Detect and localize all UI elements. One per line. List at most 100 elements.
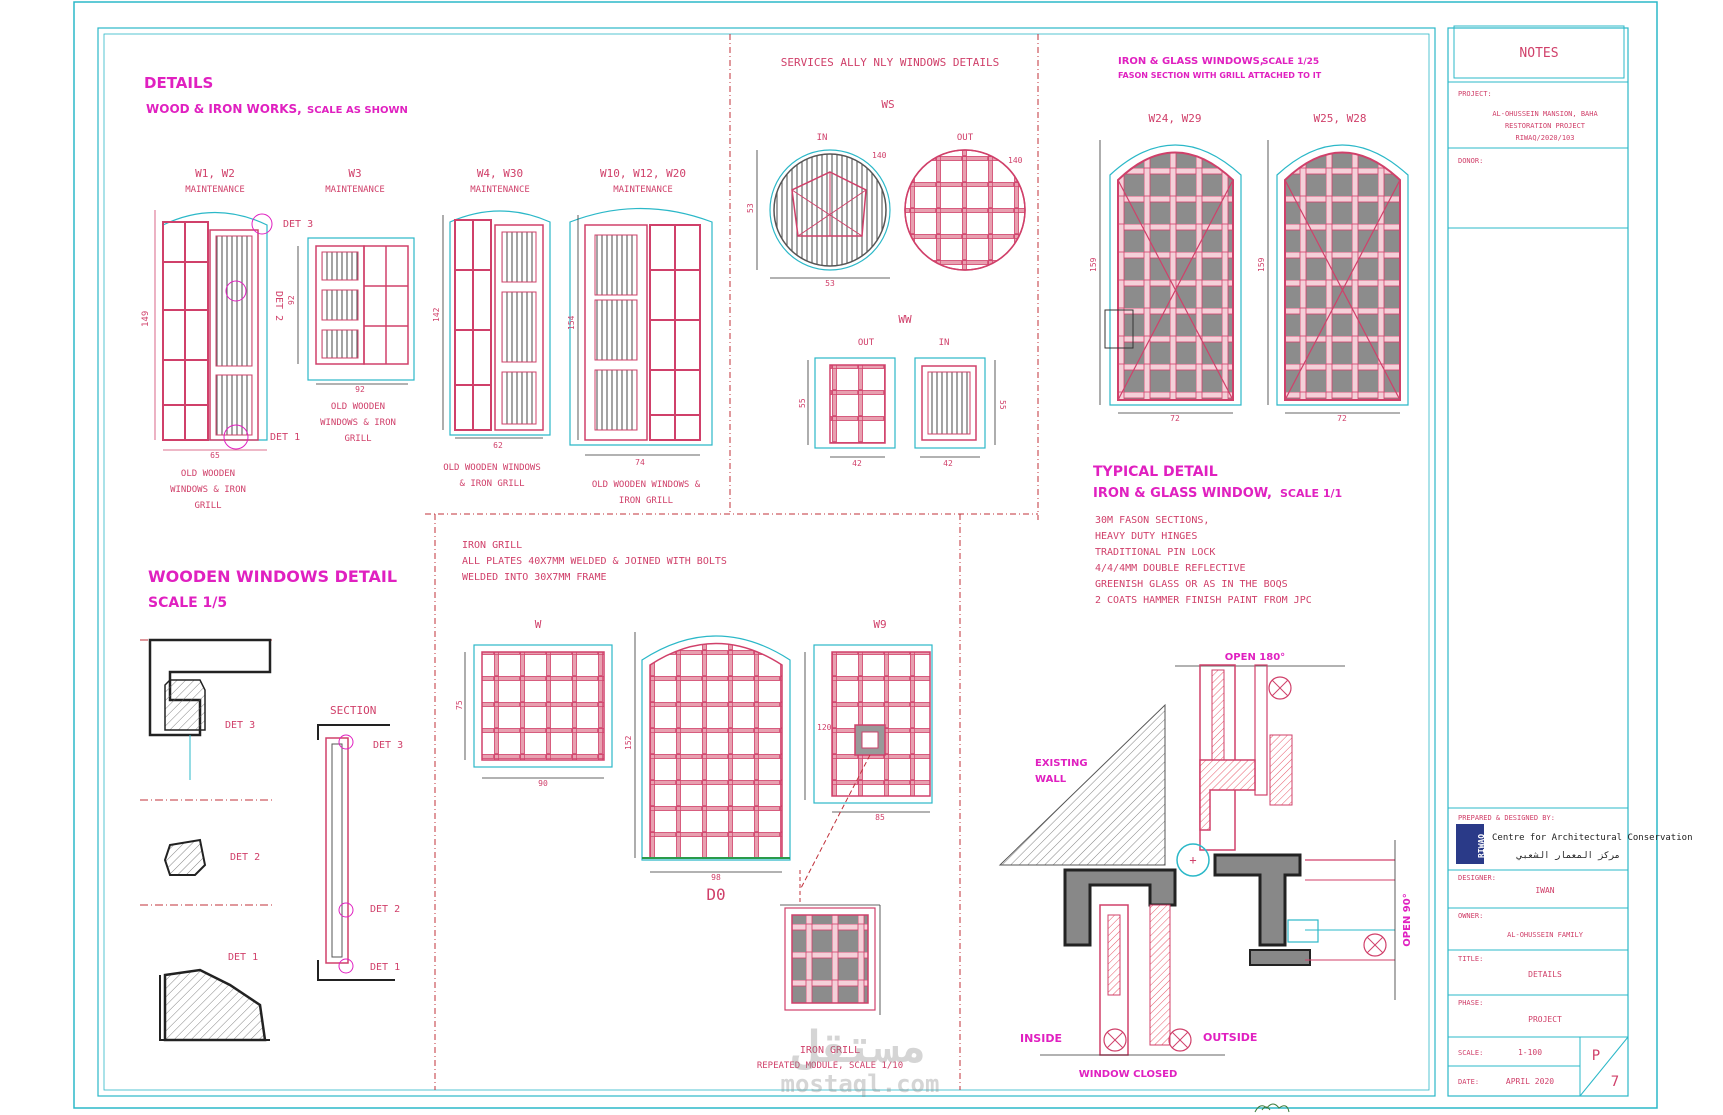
- w10-sub: MAINTENANCE: [613, 185, 673, 195]
- section-label: SECTION: [330, 704, 376, 717]
- grill-d0-elevation: 152 98 D0: [624, 632, 791, 904]
- window-w25-elevation: W25, W28 159 72: [1257, 112, 1409, 423]
- section-det1: DET 1: [370, 962, 400, 973]
- grill-note-1: IRON GRILL: [462, 540, 522, 551]
- w4-sub: MAINTENANCE: [470, 185, 530, 195]
- project-line-2: RESTORATION PROJECT: [1505, 122, 1586, 130]
- grill-module-detail: IRON GRILL REPEATED MODULE, SCALE 1/10: [757, 870, 903, 1071]
- w1-det1: DET 1: [270, 432, 300, 443]
- ws-label: WS: [881, 98, 894, 111]
- w4-dim-h: 142: [432, 307, 441, 322]
- grill-note-2: ALL PLATES 40X7MM WELDED & JOINED WITH B…: [462, 556, 727, 567]
- d0-dim-h: 152: [624, 735, 633, 750]
- typical-section-drawing: OPEN 180° EXISTING WALL + OPE: [998, 652, 1413, 1080]
- donor-label: DONOR:: [1458, 157, 1483, 165]
- outside-label: OUTSIDE: [1203, 1031, 1257, 1044]
- section-det3: DET 3: [373, 740, 403, 751]
- phase-value: PROJECT: [1528, 1015, 1562, 1024]
- ww-dim-w1: 42: [852, 459, 862, 468]
- ws-dim-h: 53: [746, 203, 755, 213]
- window-w1-elevation: W1, W2 MAINTENANCE DET 3 DET 2 DET 1 149…: [141, 167, 313, 511]
- ww-out: OUT: [858, 338, 875, 348]
- grill-w-elevation: W 75 90: [455, 618, 613, 788]
- window-ww-detail: WW OUT IN 55 55 42 42: [798, 313, 1007, 468]
- date-label: DATE:: [1458, 1078, 1479, 1086]
- w25-label: W25, W28: [1314, 112, 1367, 125]
- details-subtitle: WOOD & IRON WORKS,: [146, 102, 302, 116]
- owner-label: OWNER:: [1458, 912, 1483, 920]
- typical-note-4: 4/4/4MM DOUBLE REFLECTIVE: [1095, 563, 1246, 574]
- window-closed-label: WINDOW CLOSED: [1079, 1069, 1178, 1080]
- open-180-label: OPEN 180°: [1225, 652, 1285, 663]
- section-dividers: [425, 34, 1039, 1090]
- existing-label: EXISTING: [1035, 758, 1088, 769]
- date-value: APRIL 2020: [1506, 1077, 1554, 1086]
- title-block: NOTES PROJECT: AL-OHUSSEIN MANSION, BAHA…: [1448, 25, 1692, 1097]
- w1-sub: MAINTENANCE: [185, 185, 245, 195]
- open-90-label: OPEN 90°: [1402, 893, 1413, 946]
- ws-dim-d1: 140: [872, 151, 887, 160]
- typical-subtitle: IRON & GLASS WINDOW,: [1093, 486, 1272, 501]
- w4-note-2: & IRON GRILL: [459, 479, 524, 489]
- w10-note-2: IRON GRILL: [619, 496, 673, 506]
- ws-dim-d2: 140: [1008, 156, 1023, 165]
- wooden-windows-scale: SCALE 1/5: [148, 595, 227, 611]
- wooden-profile-details: DET 3 DET 2 DET 1 SECTION DET 3 DET 2 DE…: [140, 638, 403, 1042]
- details-title: DETAILS: [144, 74, 213, 92]
- w3-note-2: WINDOWS & IRON: [320, 418, 396, 428]
- ws-out: OUT: [957, 133, 974, 143]
- title-label: TITLE:: [1458, 955, 1483, 963]
- org-arabic: مركز المعمار الشعبي: [1516, 851, 1620, 861]
- iron-glass-title: IRON & GLASS WINDOWS,: [1118, 56, 1264, 67]
- window-w24-elevation: W24, W29 159 72: [1089, 112, 1242, 423]
- w4-dim-w: 62: [493, 441, 503, 450]
- title-value: DETAILS: [1528, 970, 1562, 979]
- w1-dim-w: 65: [210, 451, 220, 460]
- typical-note-5: GREENISH GLASS OR AS IN THE BOQS: [1095, 579, 1288, 590]
- ws-in: IN: [817, 133, 828, 143]
- details-scale: SCALE AS SHOWN: [307, 105, 408, 116]
- module-sub: REPEATED MODULE, SCALE 1/10: [757, 1061, 903, 1071]
- wooden-det3: DET 3: [225, 720, 255, 731]
- scale-value: 1-100: [1518, 1048, 1542, 1057]
- w1-note-1: OLD WOODEN: [181, 469, 235, 479]
- w1-dim-h: 149: [141, 311, 151, 327]
- window-w3-elevation: W3 MAINTENANCE 92 92 OLD WOODEN WINDOWS …: [287, 167, 415, 444]
- designer-value: IWAN: [1535, 886, 1554, 895]
- watermark-latin: mostaql.com: [781, 1070, 940, 1098]
- w4-note-1: OLD WOODEN WINDOWS: [443, 463, 541, 473]
- w3-note-1: OLD WOODEN: [331, 402, 385, 412]
- w9-dim-h: 120: [817, 723, 832, 732]
- section-det2: DET 2: [370, 904, 400, 915]
- w1-det2: DET 2: [273, 291, 284, 321]
- typical-note-3: TRADITIONAL PIN LOCK: [1095, 547, 1215, 558]
- sheet-borders: [73, 1, 1658, 1109]
- w25-dim-w: 72: [1337, 414, 1347, 423]
- wall-label: WALL: [1035, 774, 1067, 785]
- watermark-arabic: مستقل: [792, 1022, 926, 1073]
- typical-scale: SCALE 1/1: [1280, 487, 1342, 500]
- grill-w-dim-w: 90: [538, 779, 548, 788]
- ww-in: IN: [939, 338, 950, 348]
- ww-dim-w2: 42: [943, 459, 953, 468]
- iron-grill-notes: IRON GRILL ALL PLATES 40X7MM WELDED & JO…: [462, 540, 727, 583]
- w3-note-3: GRILL: [344, 434, 371, 444]
- ww-dim-h2: 55: [998, 400, 1007, 410]
- wooden-windows-title: WOODEN WINDOWS DETAIL: [148, 567, 397, 586]
- watermark: مستقل mostaql.com: [781, 1022, 940, 1098]
- phase-label: PHASE:: [1458, 999, 1483, 1007]
- w10-label: W10, W12, W20: [600, 167, 686, 180]
- window-w10-elevation: W10, W12, W20 MAINTENANCE 154 74 OLD WOO…: [567, 167, 713, 506]
- ws-dim-w: 53: [825, 279, 835, 288]
- project-line-3: RIWAQ/2020/103: [1515, 134, 1574, 142]
- project-label: PROJECT:: [1458, 90, 1492, 98]
- w24-dim-h: 159: [1089, 257, 1098, 272]
- notes-heading: NOTES: [1519, 46, 1558, 61]
- org-logo: RIWAQ: [1477, 834, 1486, 858]
- w10-note-1: OLD WOODEN WINDOWS &: [592, 480, 701, 490]
- w10-dim-h: 154: [567, 315, 576, 330]
- typical-note-1: 30M FASON SECTIONS,: [1095, 515, 1209, 526]
- module-label: IRON GRILL: [800, 1045, 860, 1056]
- iron-glass-subtitle: FASON SECTION WITH GRILL ATTACHED TO IT: [1118, 71, 1322, 80]
